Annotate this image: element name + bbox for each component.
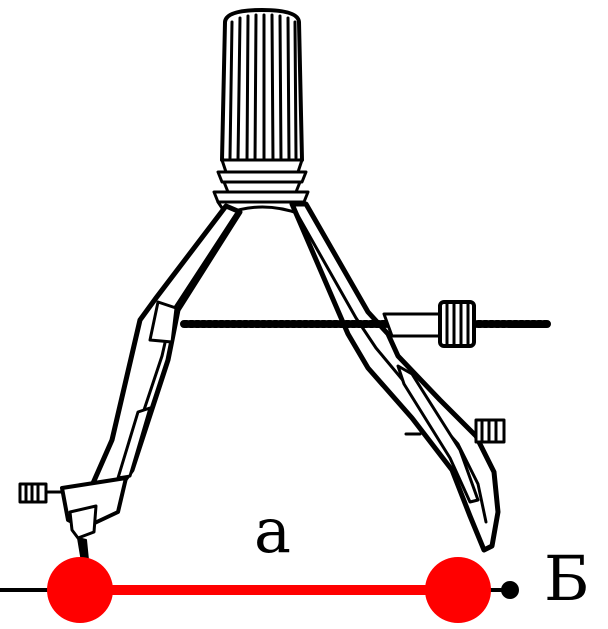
compass-collar — [212, 158, 310, 204]
compass-divider-icon — [18, 8, 552, 563]
left-leg-screw — [18, 482, 64, 504]
point-b-dot — [501, 581, 519, 599]
endpoint-label: Б — [544, 542, 590, 615]
segment-label: а — [254, 494, 291, 567]
segment-diagram — [0, 557, 519, 623]
adjusting-screw-bar — [180, 300, 552, 348]
segment-start-point — [47, 557, 113, 623]
compass-handle — [220, 8, 304, 167]
right-leg-screw — [404, 418, 506, 444]
compass-left-leg — [87, 203, 243, 503]
segment-end-point — [425, 557, 491, 623]
